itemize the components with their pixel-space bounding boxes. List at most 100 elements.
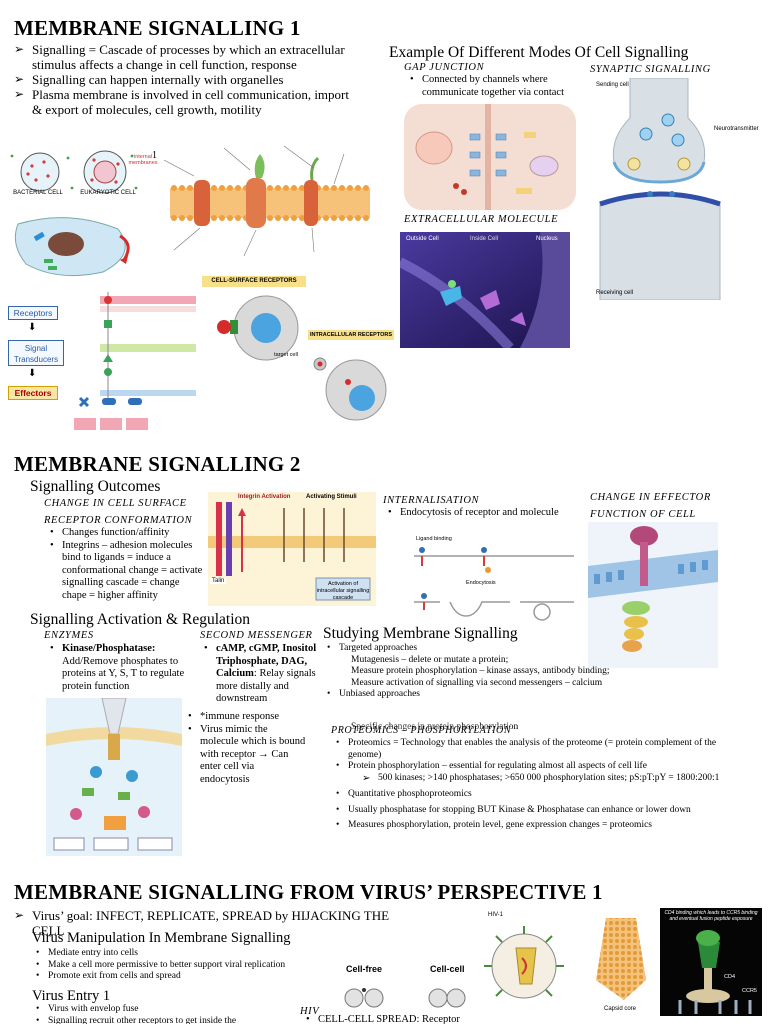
bullet: CELL-CELL SPREAD: Receptor [304, 1014, 494, 1024]
eukaryotic-cell-label: EUKARYOTIC CELL [80, 190, 136, 196]
bullet: Make a cell more permissive to better su… [34, 960, 374, 972]
bullet: Proteomics = Technology that enables the… [334, 738, 734, 761]
cell-free-label: Cell-free [346, 964, 383, 974]
down-arrow-icon: ⬇ [28, 322, 37, 333]
neurotransmitter-label: Neurotransmitter [714, 126, 759, 132]
bullet: Protein phosphorylation – essential for … [334, 761, 734, 773]
section3-goal: Virus’ goal: INFECT, REPLICATE, SPREAD b… [14, 908, 412, 938]
hiv-virion-figure: HIV-1 [474, 908, 584, 1024]
bullet: Signalling recruit other receptors to ge… [34, 1016, 294, 1024]
intracellular-receptors-label: INTRACELLULAR RECEPTORS [308, 330, 394, 340]
gap-junction-bullets: Connected by channels where communicate … [408, 74, 578, 99]
bullet: Usually phosphatase for stopping BUT Kin… [334, 805, 734, 817]
gap-junction-figure [404, 104, 576, 210]
synaptic-signalling-figure: Sending cell Neurotransmitter Receiving … [590, 78, 760, 300]
talin-label: Talin [210, 578, 227, 584]
studying-list: Targeted approaches Mutagenesis – delete… [325, 643, 655, 701]
activation-title: Signalling Activation & Regulation [30, 611, 250, 628]
cell-surface-receptors-label: CELL-SURFACE RECEPTORS [202, 276, 306, 287]
bullet: Quantitative phosphoproteomics [334, 789, 734, 801]
bullet: cAMP, cGMP, Inositol Triphosphate, DAG, … [202, 643, 322, 706]
extracellular-label: EXTRACELLULAR MOLECULE [404, 214, 559, 225]
target-cell-label: target cell [274, 352, 298, 358]
cd4-label: CD4 [724, 974, 736, 980]
bullet: Measures phosphorylation, protein level,… [334, 820, 734, 832]
effectors-box: Effectors [8, 386, 58, 400]
bullet: Signalling can happen internally with or… [14, 72, 362, 87]
bullet: Changes function/affinity [48, 527, 206, 540]
endocytosis-label: Endocytosis [466, 580, 496, 586]
gap-junction-label: GAP JUNCTION [404, 62, 485, 73]
cell-types-figure: BACTERIAL CELL EUKARYOTIC CELL internal … [8, 148, 158, 200]
plasma-membrane-figure [164, 140, 376, 272]
down-arrow-icon: ⬇ [28, 368, 37, 379]
bullet: Virus mimic the molecule which is bound … [186, 724, 306, 787]
bullet: *immune response [186, 711, 306, 724]
manipulation-bullets: Mediate entry into cells Make a cell mor… [34, 948, 374, 983]
hiv1-label: HIV-1 [488, 912, 504, 918]
studying-title: Studying Membrane Signalling [323, 625, 518, 642]
unbiased-item: Unbiased approaches [325, 689, 655, 701]
hiv-label: HIV [300, 1006, 320, 1017]
bullet: Virus’ goal: INFECT, REPLICATE, SPREAD b… [14, 908, 412, 938]
enzymes-bullets: Kinase/Phosphatase: Add/Remove phosphate… [48, 643, 206, 693]
second-messenger-bullets: cAMP, cGMP, Inositol Triphosphate, DAG, … [202, 643, 322, 706]
immune-bullets: *immune response Virus mimic the molecul… [186, 711, 306, 786]
bullet: Promote exit from cells and spread [34, 971, 374, 983]
csr-label-2: RECEPTOR CONFORMATION [44, 515, 193, 526]
targeted-item: Targeted approaches [325, 643, 655, 655]
hiv-bullets: CELL-CELL SPREAD: Receptor [304, 1014, 494, 1024]
capsid-label: Capsid core [604, 1006, 637, 1012]
internal-membranes-label: internal membranes [128, 154, 158, 166]
figure-footnote: 1 [152, 150, 157, 161]
inside-cell-label: Inside Cell [470, 236, 499, 242]
cell-cell-label: Cell-cell [430, 964, 465, 974]
bacterial-cell-label: BACTERIAL CELL [13, 190, 63, 196]
second-messenger-label: SECOND MESSENGER [200, 630, 313, 641]
entry-title: Virus Entry 1 [32, 988, 111, 1004]
cell-process-figure [8, 204, 158, 286]
integrin-activation-figure: Integrin Activation Activating Stimuli T… [208, 492, 376, 606]
second-text: : Relay signals more distally and downst… [216, 668, 316, 704]
sending-cell-label: Sending cell [596, 82, 629, 88]
modes-title: Example Of Different Modes Of Cell Signa… [389, 44, 689, 61]
enzymes-text: Add/Remove phosphates to proteins at Y, … [62, 655, 185, 692]
csr-label-1: CHANGE IN CELL SURFACE [44, 498, 187, 509]
bullet: Endocytosis of receptor and molecule [386, 507, 586, 520]
receptors-box: Receptors [8, 306, 58, 320]
ligand-binding-label: Ligand binding [416, 536, 452, 542]
capsid-figure: Capsid core [584, 908, 658, 1024]
intracellular-receptors-figure: INTRACELLULAR RECEPTORS [306, 330, 396, 430]
section1-bullets: Signalling = Cascade of processes by whi… [14, 42, 362, 117]
sub-bullet: 500 kinases; >140 phosphatases; >650 000… [356, 773, 734, 785]
targeted-line: Measure protein phosphorylation – kinase… [351, 666, 610, 676]
enzymes-bold: Kinase/Phosphatase: [62, 643, 156, 654]
targeted-line: Mutagenesis – delete or mutate a protein… [351, 654, 509, 665]
section3-title: MEMBRANE SIGNALLING FROM VIRUS’ PERSPECT… [14, 880, 603, 904]
bullet: Plasma membrane is involved in cell comm… [14, 87, 362, 117]
ccr5-label: CCR5 [742, 988, 757, 994]
cell-surface-receptors-figure: CELL-SURFACE RECEPTORS target cell [196, 276, 312, 372]
proteomics-label: PROTEOMICS – PHOSPHORYLATION [331, 725, 512, 736]
nucleus-label: Nucleus [536, 236, 558, 242]
bullet: Kinase/Phosphatase: Add/Remove phosphate… [48, 643, 206, 693]
internalisation-bullets: Endocytosis of receptor and molecule [386, 507, 586, 520]
bullet: Integrins – adhesion molecules bind to l… [48, 540, 206, 603]
proteomics-bullets: Proteomics = Technology that enables the… [334, 738, 734, 832]
manipulation-title: Virus Manipulation In Membrane Signallin… [32, 930, 291, 946]
enzymes-label: ENZYMES [44, 630, 94, 641]
activation-cascade-label: Activation of intracellular signalling c… [316, 581, 370, 601]
signalling-pathway-figure: Receptors ⬇ Signal Transducers ⬇ Effecto… [8, 292, 200, 434]
internalisation-label: INTERNALISATION [383, 495, 480, 506]
synaptic-label: SYNAPTIC SIGNALLING [590, 64, 711, 75]
extracellular-molecule-figure: Outside Cell Inside Cell Nucleus [400, 232, 570, 348]
second-bold: cAMP, cGMP, Inositol Triphosphate, DAG, … [216, 643, 317, 679]
activating-stimuli-label: Activating Stimuli [306, 494, 357, 500]
section1-title: MEMBRANE SIGNALLING 1 [14, 16, 301, 40]
csr-bullets: Changes function/affinity Integrins – ad… [48, 527, 206, 602]
cd4-binding-figure: CD4 binding which leads to CCR5 binding … [660, 908, 762, 1016]
effector-label-1: CHANGE IN EFFECTOR [590, 492, 711, 503]
section2-title: MEMBRANE SIGNALLING 2 [14, 452, 301, 476]
bullet: Signalling = Cascade of processes by whi… [14, 42, 362, 72]
effector-label-2: FUNCTION OF CELL [590, 509, 696, 520]
